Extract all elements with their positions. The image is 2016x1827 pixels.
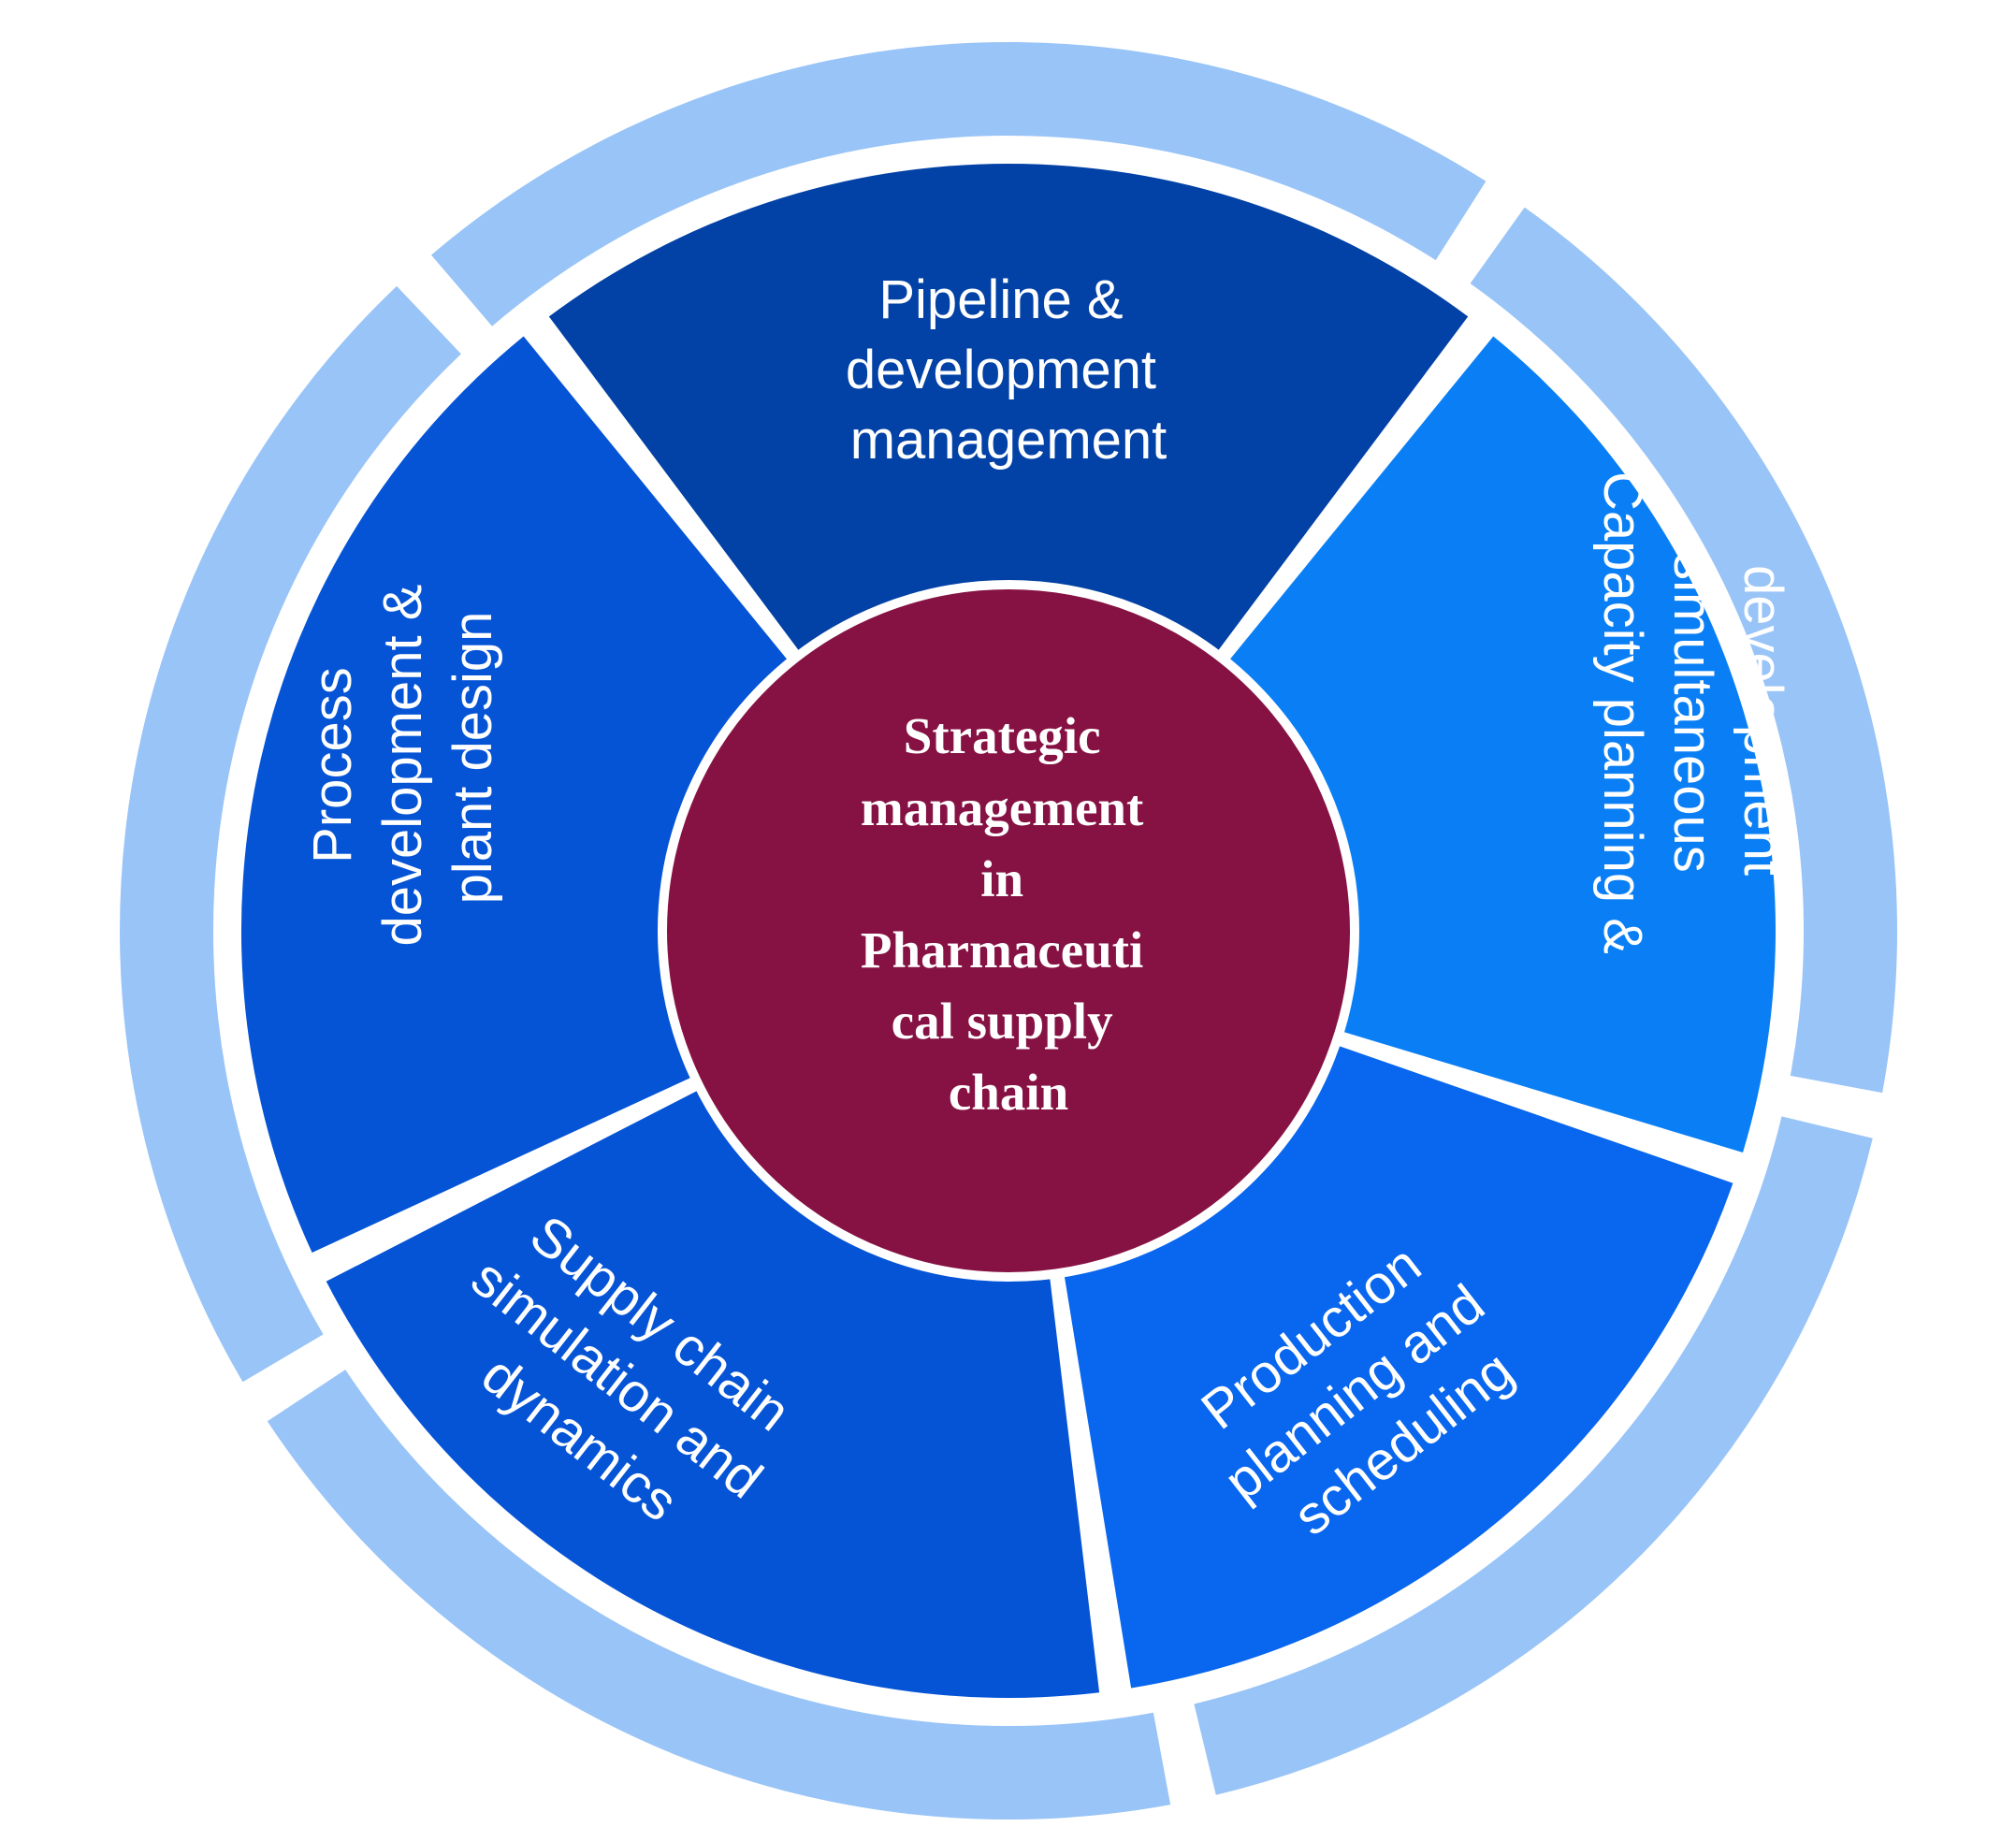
segment-capacity-planning — [1226, 336, 1777, 1153]
label-capacity-planning: Capacity planning & simultaneous develop… — [1592, 471, 1793, 969]
label-process-development: Process development & plant design — [302, 569, 503, 947]
segment-label-line: management — [850, 410, 1168, 471]
center-circle — [658, 580, 1359, 1282]
segment-label-line: development — [1733, 565, 1793, 876]
center-label-line: cal supply — [892, 993, 1113, 1050]
outer-ring-arc — [1470, 207, 1898, 1094]
segment-label-line: Pipeline & — [878, 269, 1123, 330]
svg-text:Process development &: Process development & plant design — [302, 569, 503, 946]
outer-ring-arc — [120, 285, 461, 1383]
outer-ring-arc — [1194, 1116, 1873, 1795]
svg-text:Pipeline & development: Pipeline & development management — [846, 269, 1171, 471]
segment-label-line: Process — [302, 667, 363, 863]
center-label-line: in — [980, 850, 1023, 907]
center-label-line: chain — [949, 1064, 1068, 1121]
outer-ring-arc — [267, 1370, 1171, 1820]
segment-label-line: simultaneous — [1662, 553, 1723, 873]
segment-pipeline-development-management — [548, 163, 1469, 654]
center-label-line: Pharmaceuti — [861, 921, 1143, 979]
segment-label-line: plant design — [442, 612, 503, 905]
svg-text:Capacity planning & simu: Capacity planning & simultaneous develop… — [1592, 471, 1793, 969]
segment-process-development — [240, 336, 790, 1253]
outer-ring — [120, 42, 1898, 1820]
center-label-line: Strategic — [904, 707, 1101, 764]
label-pipeline-development-management: Pipeline & development management — [846, 269, 1171, 471]
segment-label-line: development — [846, 340, 1156, 400]
segment-label-line: Capacity planning & — [1592, 471, 1653, 954]
center-label: Strategic management in Pharmaceuti cal … — [861, 707, 1156, 1121]
segment-label-line: development & — [372, 585, 433, 947]
segment-production-planning — [1064, 1044, 1733, 1689]
center-label-line: management — [861, 779, 1144, 836]
segment-supply-chain-simulation — [326, 1089, 1100, 1698]
outer-ring-arc — [431, 42, 1487, 326]
segments-group — [240, 163, 1777, 1698]
